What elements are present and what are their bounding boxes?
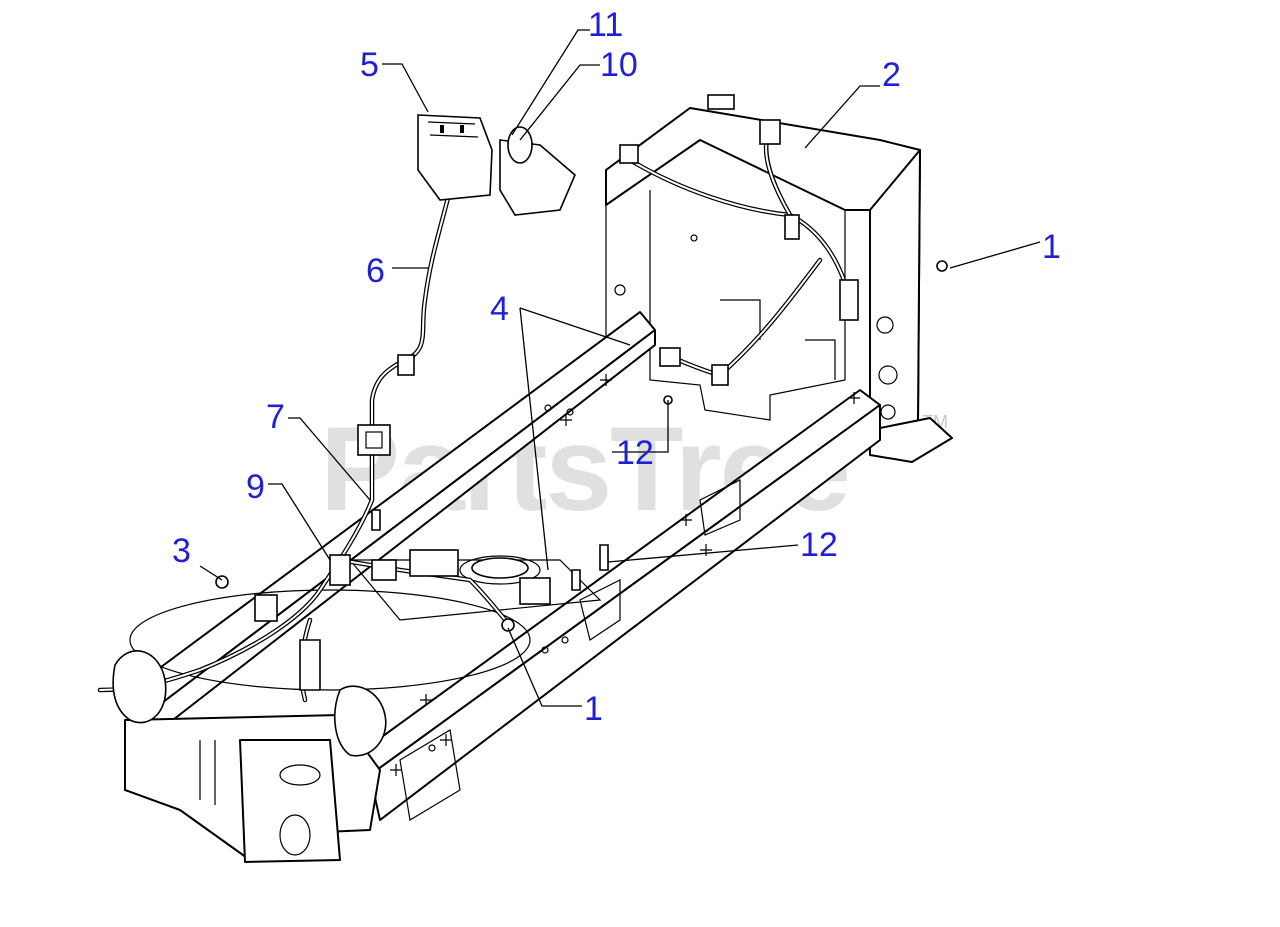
callout-1-lower: 1 bbox=[584, 690, 603, 728]
components bbox=[112, 94, 948, 757]
callout-5: 5 bbox=[360, 46, 379, 84]
callout-6: 6 bbox=[366, 252, 385, 290]
leader-lines bbox=[199, 29, 1041, 707]
callout-3: 3 bbox=[172, 532, 191, 570]
callout-12-upper: 12 bbox=[616, 434, 654, 472]
callout-9: 9 bbox=[246, 468, 265, 506]
callout-12-lower: 12 bbox=[800, 526, 838, 564]
callout-1-upper: 1 bbox=[1042, 228, 1061, 266]
callouts: 1 1 2 3 4 5 6 7 9 10 11 12 12 bbox=[172, 6, 1061, 728]
callout-2: 2 bbox=[882, 56, 901, 94]
callout-4: 4 bbox=[490, 290, 509, 328]
chassis-frame bbox=[124, 311, 881, 863]
callout-11: 11 bbox=[588, 6, 623, 44]
callout-7: 7 bbox=[266, 398, 285, 436]
callout-10: 10 bbox=[600, 46, 638, 84]
